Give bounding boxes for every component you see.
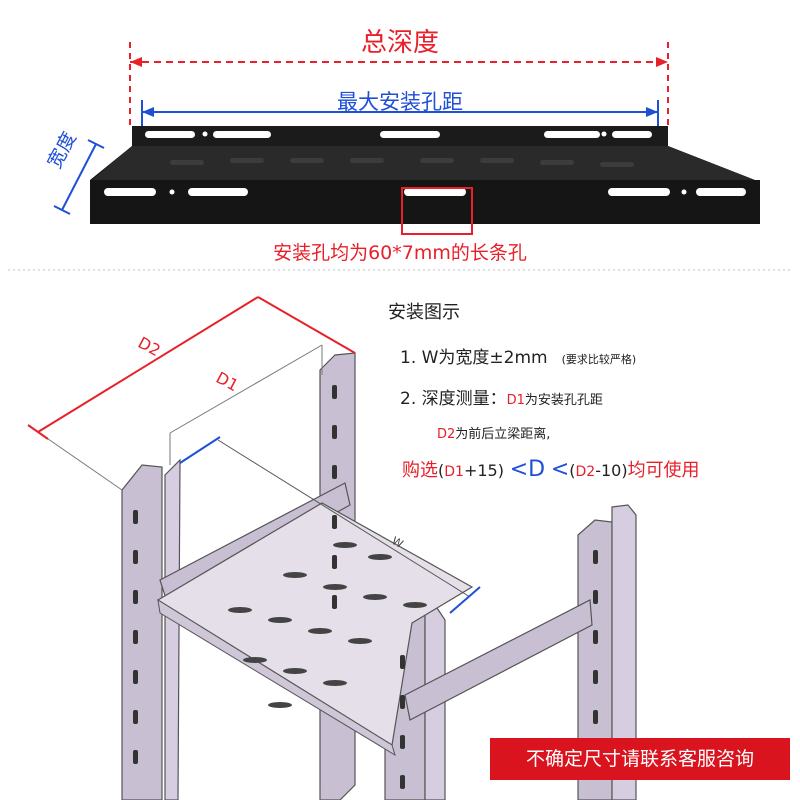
- d1-description: 为安装孔孔距: [524, 393, 603, 408]
- d2-code: D2: [437, 427, 456, 442]
- d1-dimension: [169, 344, 323, 465]
- total-depth-label: 总深度: [360, 28, 439, 58]
- buy-d2: D2: [575, 464, 596, 480]
- width-tolerance-text: 1. W为宽度±2mm: [400, 348, 548, 368]
- buy-minus: -10): [595, 461, 628, 480]
- purchase-rule: 购选(D1+15) <D <(D2-10)均可使用: [402, 456, 700, 482]
- rack-install-figure: [27, 296, 637, 800]
- buy-open-paren-2: (: [569, 461, 576, 480]
- buy-lt-2: <: [550, 457, 570, 482]
- buy-prefix: 购选: [402, 460, 438, 481]
- max-hole-distance-label: 最大安装孔距: [337, 90, 463, 114]
- buy-lt-1: <: [509, 457, 529, 482]
- buy-d: D: [528, 457, 546, 482]
- contact-service-banner: 不确定尺寸请联系客服咨询: [490, 738, 790, 780]
- shelf-body: [90, 126, 760, 224]
- buy-d1: D1: [444, 464, 464, 480]
- instructions-title: 安装图示: [388, 302, 460, 323]
- shelf-product-figure: [8, 42, 792, 271]
- instruction-line-1: 1. W为宽度±2mm (要求比较严格): [400, 343, 636, 368]
- d1-code: D1: [506, 393, 525, 408]
- strict-note: (要求比较严格): [561, 353, 637, 366]
- w-dimension: [179, 436, 481, 614]
- total-depth-dimension: [129, 42, 669, 125]
- depth-measure-text: 2. 深度测量：: [400, 389, 507, 409]
- buy-suffix: 均可使用: [627, 460, 700, 481]
- instruction-line-3: D2为前后立梁距离,: [437, 423, 550, 442]
- d2-description: 为前后立梁距离,: [455, 427, 551, 442]
- hole-note: 安装孔均为60*7mm的长条孔: [273, 242, 527, 264]
- buy-plus: +15): [463, 461, 504, 480]
- d2-dimension: [27, 296, 356, 491]
- max-hole-distance-dimension: [141, 100, 659, 126]
- hole-highlight-box: [401, 187, 473, 235]
- instruction-line-2: 2. 深度测量：D1为安装孔孔距: [400, 384, 603, 409]
- buy-open-paren-1: (: [438, 461, 445, 480]
- width-dimension: [53, 139, 105, 215]
- tray-vent-slots: [228, 542, 427, 708]
